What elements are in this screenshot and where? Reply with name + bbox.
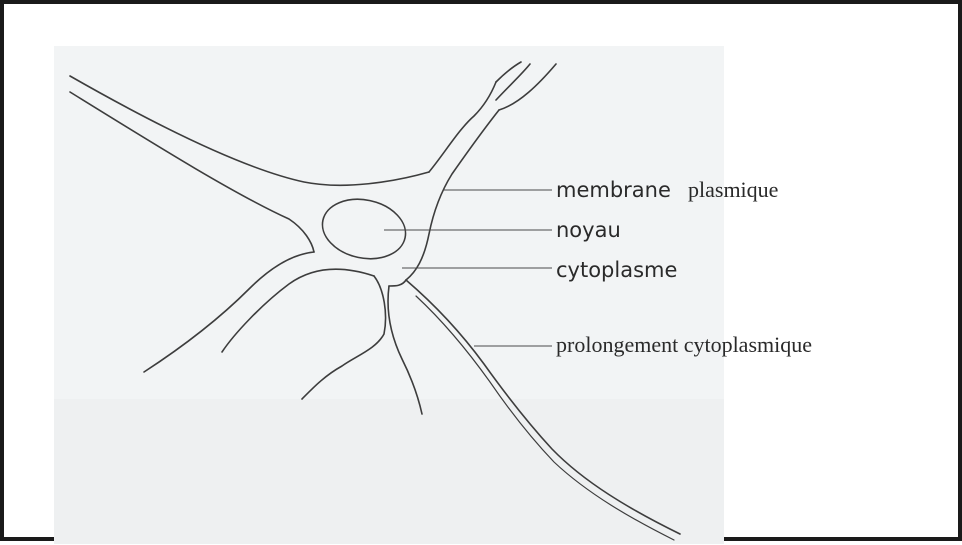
diagram-background-lower	[54, 399, 724, 544]
neuron-diagram: membrane plasmique noyau cytoplasme prol…	[4, 4, 962, 545]
label-membrane: membrane	[556, 178, 671, 202]
label-prolongement: prolongement cytoplasmique	[556, 332, 812, 357]
label-cytoplasme: cytoplasme	[556, 258, 677, 282]
label-noyau: noyau	[556, 218, 621, 242]
label-plasmique: plasmique	[688, 177, 778, 202]
